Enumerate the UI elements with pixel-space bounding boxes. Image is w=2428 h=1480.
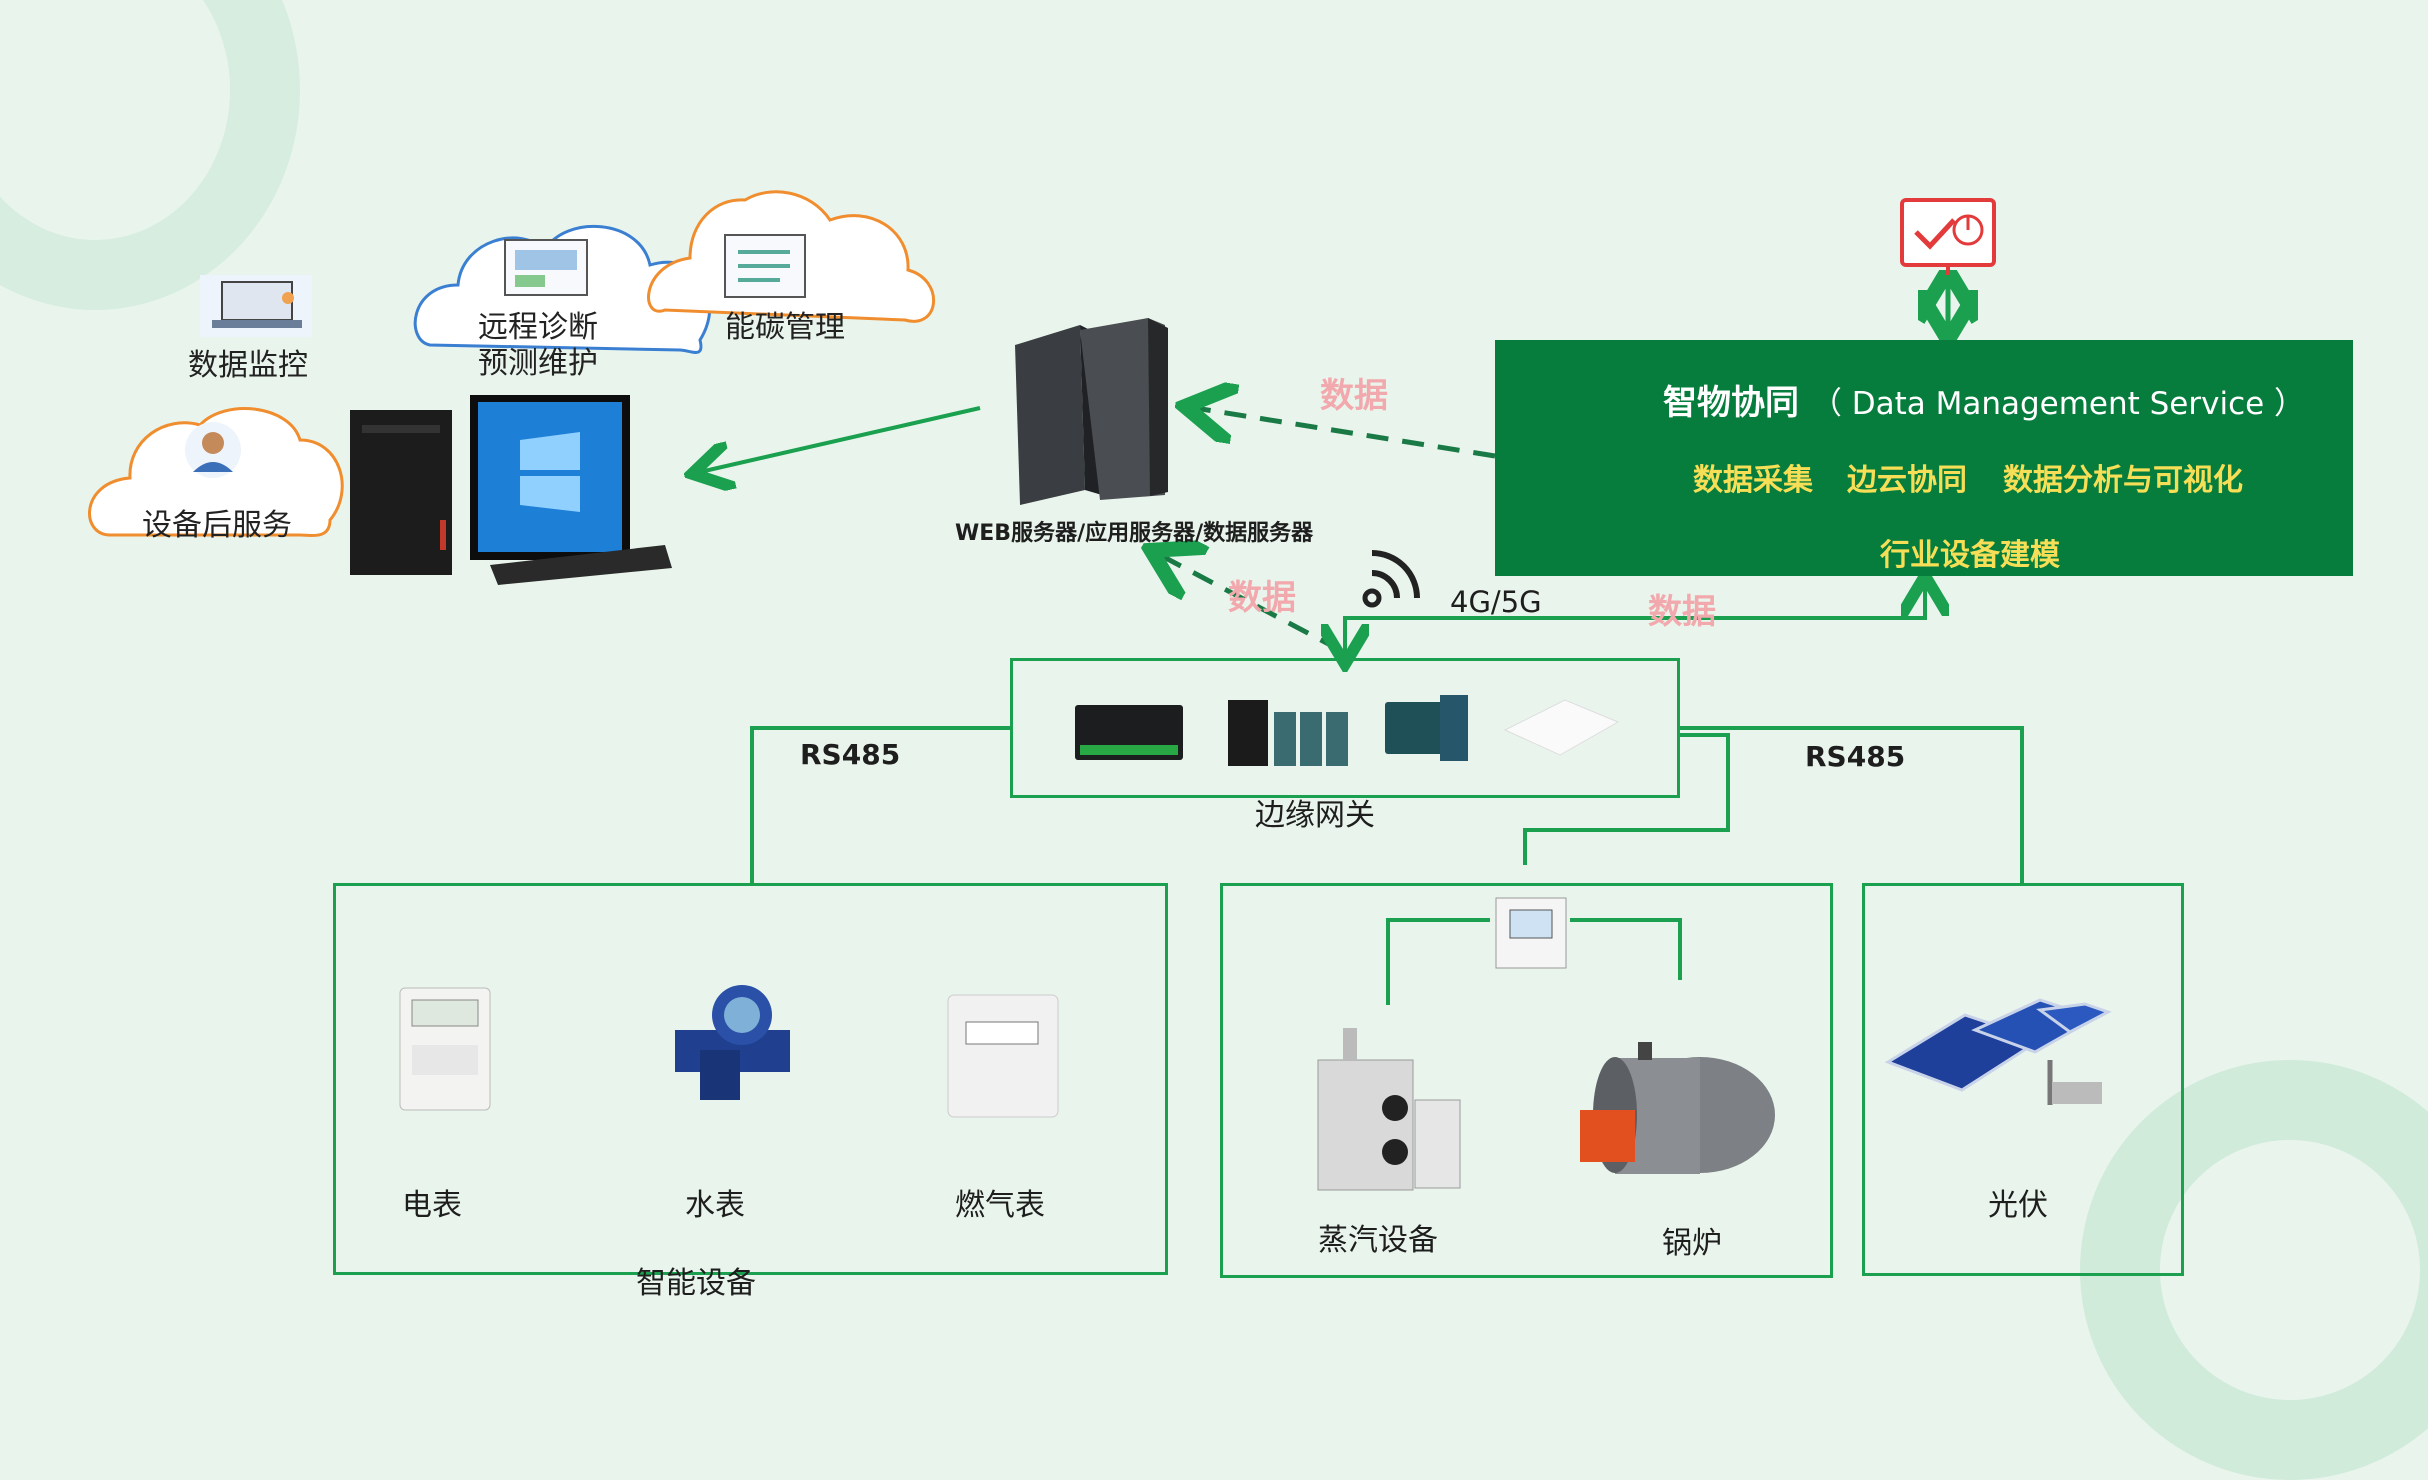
gas-meter-icon	[947, 994, 1059, 1118]
monitor-dashboard-icon	[1900, 198, 1996, 275]
electricity-meter-label: 电表	[402, 1188, 462, 1223]
gateway-device-4-icon	[1503, 699, 1620, 756]
wifi-signal-icon	[1362, 550, 1420, 608]
gateway-device-3-icon	[1385, 695, 1468, 761]
data-label-dms: 数据	[1320, 376, 1388, 416]
steam-equipment-label: 蒸汽设备	[1318, 1223, 1438, 1258]
solar-box	[1862, 883, 2184, 1276]
service-monitor-label: 数据监控	[188, 348, 308, 383]
smart-devices-box	[333, 883, 1168, 1275]
thermal-controller-icon	[1495, 897, 1567, 969]
service-after-sales-label: 设备后服务	[142, 508, 292, 543]
steam-equipment-icon	[1317, 1028, 1461, 1191]
dms-feature-edge-cloud: 边云协同	[1847, 463, 1967, 498]
rs485-right-label: RS485	[1805, 740, 1906, 773]
dms-title-en: （ Data Management Service ）	[1810, 386, 2306, 422]
boiler-icon	[1580, 1042, 1775, 1174]
data-monitor-icon	[200, 275, 312, 337]
line-rs485-left	[750, 726, 1010, 883]
data-label-network: 数据	[1648, 592, 1716, 632]
service-energy-label: 能碳管理	[725, 310, 845, 345]
water-meter-icon	[675, 985, 790, 1100]
dms-title-cn: 智物协同	[1663, 383, 1799, 423]
boiler-label: 锅炉	[1662, 1226, 1722, 1261]
gas-meter-label: 燃气表	[955, 1188, 1045, 1223]
service-diagnosis-label-1: 远程诊断	[478, 310, 598, 345]
server-rack-icon	[1015, 318, 1168, 505]
network-label: 4G/5G	[1450, 585, 1542, 619]
customer-service-icon	[185, 422, 241, 478]
solar-label: 光伏	[1988, 1188, 2048, 1223]
rs485-left-label: RS485	[800, 738, 901, 771]
data-label-gateway: 数据	[1228, 578, 1296, 618]
line-gateway-to-dms	[1343, 584, 1925, 655]
arrow-dms-to-servers	[1195, 408, 1496, 459]
line-controller-steam	[1386, 918, 1490, 1005]
thermal-equipment-box	[1220, 883, 1833, 1278]
line-controller-boiler	[1570, 918, 1682, 980]
electricity-meter-icon	[399, 987, 491, 1111]
servers-label: WEB服务器/应用服务器/数据服务器	[955, 521, 1314, 546]
dms-title: 智物协同 （ Data Management Service ）	[1663, 375, 2305, 424]
line-rs485-right	[1680, 726, 2024, 883]
gateway-label: 边缘网关	[1255, 798, 1375, 833]
arrow-server-to-pc	[700, 406, 981, 472]
line-gateway-to-thermal	[1523, 733, 1730, 865]
dms-panel: 智物协同 （ Data Management Service ） 数据采集 边云…	[1495, 340, 2353, 576]
gateway-box	[1010, 658, 1680, 798]
energy-management-screen-icon	[724, 234, 806, 298]
solar-panel-icon	[1884, 998, 2112, 1105]
dms-modeling: 行业设备建模	[1880, 538, 2060, 573]
smart-devices-group-label: 智能设备	[636, 1266, 756, 1301]
water-meter-label: 水表	[685, 1188, 745, 1223]
remote-diagnosis-screen-icon	[504, 239, 588, 296]
dms-feature-acquisition: 数据采集	[1693, 463, 1813, 498]
gateway-device-1-icon	[1075, 705, 1183, 760]
gateway-device-2-icon	[1228, 700, 1348, 766]
desktop-computer-icon	[350, 395, 672, 585]
service-diagnosis-label-2: 预测维护	[478, 346, 598, 381]
architecture-diagram	[88, 190, 2112, 1191]
dms-feature-analytics: 数据分析与可视化	[2003, 463, 2243, 498]
